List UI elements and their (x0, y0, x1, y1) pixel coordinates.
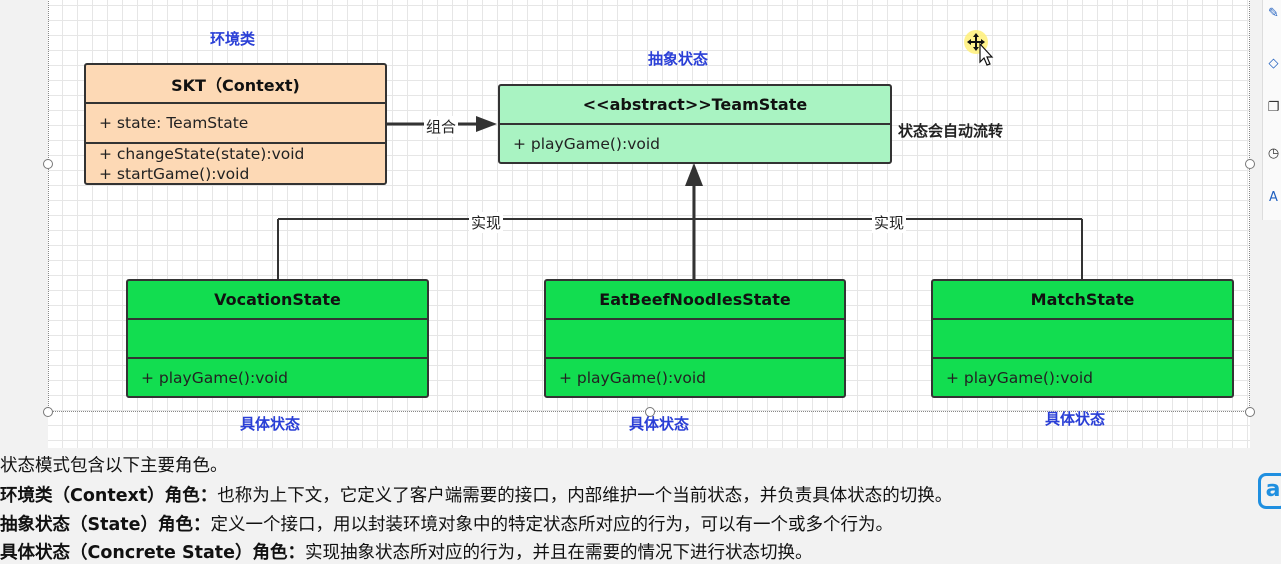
context-method-start-game: + startGame():void (99, 165, 250, 183)
context-method-change-state: + changeState(state):void (99, 145, 305, 163)
concrete-method-play-game: + playGame():void (946, 368, 1093, 387)
resize-handle-bottom-mid[interactable] (645, 407, 655, 417)
text-icon[interactable]: A (1269, 190, 1278, 205)
abstract-role-label: 抽象状态 (648, 50, 709, 68)
right-toolbar: ✎ ◇ ❐ ◷ A (1262, 0, 1281, 220)
context-class-box[interactable]: SKT（Context) + state: TeamState + change… (84, 63, 387, 185)
description-intro: 状态模式包含以下主要角色。 (0, 456, 228, 476)
concrete-method-play-game: + playGame():void (141, 368, 288, 387)
implement-left-label: 实现 (469, 212, 504, 233)
description-text: 实现抽象状态所对应的行为，并且在需要的情况下进行状态切换。 (305, 543, 813, 563)
resize-handle-bottom-left[interactable] (43, 407, 53, 417)
description-line-state: 抽象状态（State）角色：定义一个接口，用以封装环境对象中的特定状态所对应的行… (0, 511, 893, 536)
concrete-role-label-3: 具体状态 (1045, 410, 1106, 428)
concrete-class-box-match[interactable]: MatchState + playGame():void (931, 279, 1234, 398)
abstract-method-play-game: + playGame():void (513, 134, 660, 153)
auto-transition-label: 状态会自动流转 (898, 122, 1004, 140)
resize-handle-bottom-right[interactable] (1245, 407, 1255, 417)
context-attribute: + state: TeamState (99, 114, 249, 132)
abstract-class-box[interactable]: <<abstract>>TeamState + playGame():void (498, 84, 892, 164)
concrete-class-name: MatchState (1030, 290, 1135, 309)
description-term: 抽象状态（State）角色： (0, 515, 211, 535)
description-line-context: 环境类（Context）角色：也称为上下文，它定义了客户端需要的接口，内部维护一… (0, 482, 952, 507)
abstract-class-name: <<abstract>>TeamState (582, 95, 808, 114)
copy-icon[interactable]: ❐ (1267, 100, 1280, 115)
implement-right-label: 实现 (872, 212, 907, 233)
move-cursor-icon (964, 30, 994, 66)
concrete-class-box-vocation[interactable]: VocationState + playGame():void (126, 279, 429, 398)
description-text: 定义一个接口，用以封装环境对象中的特定状态所对应的行为，可以有一个或多个行为。 (210, 515, 894, 535)
concrete-class-name: EatBeefNoodlesState (599, 290, 791, 309)
description-text: 也称为上下文，它定义了客户端需要的接口，内部维护一个当前状态，并负责具体状态的切… (217, 486, 953, 506)
description-term: 环境类（Context）角色： (0, 486, 218, 506)
composition-label: 组合 (424, 116, 459, 137)
resize-handle-left-mid[interactable] (43, 159, 53, 169)
concrete-method-play-game: + playGame():void (559, 368, 706, 387)
concrete-role-label-2: 具体状态 (629, 415, 690, 433)
concrete-class-box-eat-beef-noodles[interactable]: EatBeefNoodlesState + playGame():void (544, 279, 846, 398)
concrete-class-name: VocationState (214, 290, 341, 309)
context-role-label: 环境类 (210, 30, 256, 48)
shape-icon[interactable]: ◇ (1268, 56, 1279, 71)
concrete-role-label-1: 具体状态 (240, 415, 301, 433)
resize-handle-right-mid[interactable] (1245, 159, 1255, 169)
pen-icon[interactable]: ✎ (1268, 6, 1279, 21)
history-icon[interactable]: ◷ (1267, 146, 1280, 161)
context-class-name: SKT（Context) (171, 75, 300, 95)
description-line-concrete: 具体状态（Concrete State）角色：实现抽象状态所对应的行为，并且在需… (0, 539, 813, 564)
app-badge-icon[interactable]: a (1258, 473, 1281, 509)
description-term: 具体状态（Concrete State）角色： (0, 543, 306, 563)
